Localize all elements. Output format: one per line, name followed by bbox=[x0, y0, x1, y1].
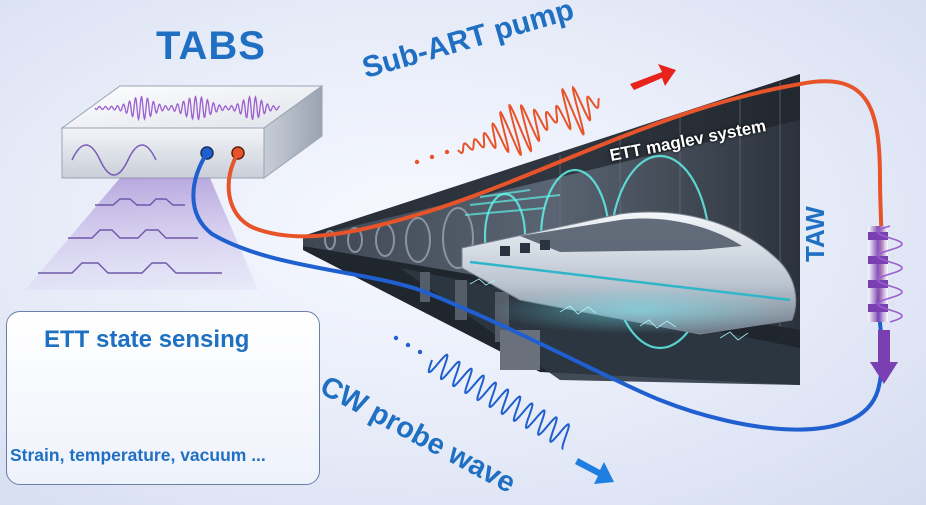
pump-dots-icon bbox=[414, 149, 450, 165]
maglev-scene bbox=[303, 74, 800, 385]
tabs-signal-trace bbox=[94, 95, 281, 122]
pump-arrow-icon bbox=[630, 64, 676, 90]
probe-arrow-icon bbox=[575, 458, 614, 484]
tabs-title: TABS bbox=[156, 24, 266, 68]
probe-fiber bbox=[191, 151, 885, 432]
pump-fiber bbox=[226, 79, 885, 302]
probe-dots-icon bbox=[393, 335, 423, 355]
sensing-parameters: Strain, temperature, vacuum ... bbox=[10, 445, 266, 465]
pump-waveform bbox=[457, 85, 600, 156]
front-sine-icon bbox=[71, 144, 157, 176]
sensing-title: ETT state sensing bbox=[44, 326, 250, 353]
tabs-instrument-box bbox=[60, 85, 324, 179]
optical-fiber-loop bbox=[191, 79, 885, 432]
taw-arrow-icon bbox=[870, 330, 898, 384]
probe-waveform bbox=[427, 353, 570, 450]
taw-label: TAW bbox=[800, 206, 830, 262]
sensing-panel bbox=[6, 311, 320, 485]
taw-acoustic-wave bbox=[868, 225, 903, 323]
projection-beam bbox=[25, 178, 258, 290]
